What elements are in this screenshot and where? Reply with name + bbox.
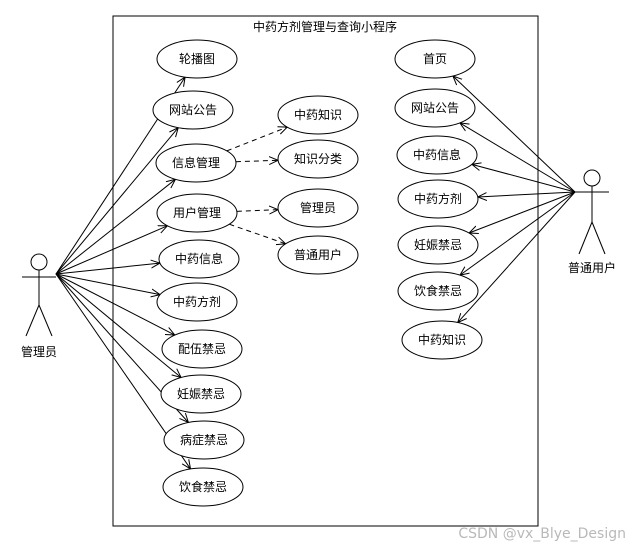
- use-case-diet-taboo-admin: 饮食禁忌: [162, 467, 244, 507]
- use-case-admin-sub: 管理员: [277, 188, 359, 228]
- use-case-diet-taboo-user: 饮食禁忌: [397, 271, 479, 311]
- use-case-ellipse: [160, 374, 242, 414]
- use-case-label: 饮食禁忌: [179, 479, 227, 494]
- use-case-herb-info-admin: 中药信息: [158, 239, 240, 279]
- use-case-ellipse: [401, 320, 483, 360]
- actor-admin-label: 管理员: [21, 344, 57, 359]
- association-user-home: [453, 76, 576, 193]
- association-user-pregnancy-taboo-user: [469, 191, 576, 233]
- use-cases: 轮播图网站公告信息管理用户管理中药信息中药方剂配伍禁忌妊娠禁忌病症禁忌饮食禁忌中…: [152, 39, 483, 507]
- use-case-pregnancy-taboo-admin: 妊娠禁忌: [160, 374, 242, 414]
- use-case-label: 中药信息: [413, 147, 461, 162]
- use-case-label: 中药知识: [294, 107, 342, 122]
- use-case-knowledge-category: 知识分类: [277, 139, 359, 179]
- use-case-info-mgmt: 信息管理: [155, 143, 237, 183]
- association-admin-compat-taboo: [55, 273, 175, 335]
- use-case-normal-user-sub: 普通用户: [277, 235, 359, 275]
- use-case-pregnancy-taboo-user: 妊娠禁忌: [397, 225, 479, 265]
- association-admin-prescription-admin: [55, 273, 160, 295]
- use-case-ellipse: [161, 329, 243, 369]
- use-case-home: 首页: [394, 39, 476, 79]
- use-case-prescription-user: 中药方剂: [397, 179, 479, 219]
- dependency-user-mgmt-admin-sub: [236, 210, 278, 212]
- use-case-label: 信息管理: [172, 155, 220, 170]
- association-user-herb-knowledge-user: [458, 191, 576, 323]
- use-case-prescription-admin: 中药方剂: [156, 282, 238, 322]
- association-admin-herb-info-admin: [55, 263, 160, 275]
- use-case-label: 病症禁忌: [180, 432, 228, 447]
- use-case-ellipse: [155, 143, 237, 183]
- use-case-label: 网站公告: [169, 103, 217, 117]
- actor-user-right-leg: [591, 221, 606, 255]
- dependency-user-mgmt-normal-user-sub: [229, 223, 285, 244]
- actor-user-left-leg: [578, 221, 593, 255]
- use-case-disease-taboo: 病症禁忌: [163, 420, 245, 460]
- use-case-user-mgmt: 用户管理: [156, 193, 238, 233]
- use-case-ellipse: [394, 88, 476, 128]
- use-case-label: 中药信息: [175, 251, 223, 266]
- actor-admin: 管理员: [21, 253, 57, 359]
- use-case-label: 轮播图: [179, 52, 215, 66]
- use-case-notice-admin: 网站公告: [152, 90, 234, 130]
- association-admin-pregnancy-taboo-admin: [55, 273, 181, 378]
- use-case-ellipse: [277, 235, 359, 275]
- dependency-info-mgmt-knowledge-category: [235, 160, 278, 161]
- use-case-ellipse: [156, 39, 238, 79]
- use-case-label: 普通用户: [294, 247, 342, 262]
- use-case-herb-knowledge-user: 中药知识: [401, 320, 483, 360]
- use-case-notice-user: 网站公告: [394, 88, 476, 128]
- use-case-label: 妊娠禁忌: [177, 387, 225, 401]
- use-case-label: 中药知识: [418, 332, 466, 347]
- use-case-ellipse: [396, 135, 478, 175]
- watermark: CSDN @vx_Blye_Design: [458, 526, 626, 542]
- use-case-ellipse: [397, 225, 479, 265]
- use-case-ellipse: [397, 179, 479, 219]
- use-case-ellipse: [397, 271, 479, 311]
- use-case-ellipse: [158, 239, 240, 279]
- actor-user-label: 普通用户: [568, 260, 616, 275]
- association-user-diet-taboo-user: [460, 191, 576, 275]
- dependency-info-mgmt-herb-knowledge-sub: [226, 127, 287, 152]
- use-case-ellipse: [394, 39, 476, 79]
- association-admin-notice-admin: [55, 128, 178, 275]
- association-admin-info-mgmt: [55, 179, 175, 275]
- use-case-herb-info-user: 中药信息: [396, 135, 478, 175]
- use-case-label: 网站公告: [411, 101, 459, 115]
- use-case-ellipse: [162, 467, 244, 507]
- association-user-prescription-user: [478, 191, 576, 197]
- use-case-label: 饮食禁忌: [414, 283, 462, 298]
- actor-admin-left-leg: [25, 304, 40, 337]
- use-case-label: 中药方剂: [414, 191, 462, 206]
- use-case-ellipse: [277, 139, 359, 179]
- association-user-herb-info-user: [472, 164, 576, 193]
- use-case-ellipse: [152, 90, 234, 130]
- use-case-banner: 轮播图: [156, 39, 238, 79]
- use-case-label: 妊娠禁忌: [414, 238, 462, 252]
- association-user-notice-user: [460, 123, 576, 193]
- actor-user-head: [583, 169, 601, 187]
- use-case-ellipse: [277, 188, 359, 228]
- use-case-ellipse: [163, 420, 245, 460]
- use-case-label: 配伍禁忌: [178, 342, 226, 356]
- use-case-label: 知识分类: [294, 152, 342, 166]
- actor-user: 普通用户: [568, 169, 616, 275]
- use-case-ellipse: [277, 95, 359, 135]
- use-case-ellipse: [156, 193, 238, 233]
- use-case-compat-taboo: 配伍禁忌: [161, 329, 243, 369]
- use-case-label: 首页: [423, 52, 447, 66]
- system-title: 中药方剂管理与查询小程序: [253, 19, 397, 34]
- association-admin-user-mgmt: [55, 226, 167, 275]
- use-case-ellipse: [156, 282, 238, 322]
- use-case-label: 中药方剂: [173, 294, 221, 309]
- use-case-herb-knowledge-sub: 中药知识: [277, 95, 359, 135]
- actor-admin-head: [30, 253, 48, 271]
- use-case-label: 用户管理: [173, 205, 221, 220]
- system-boundary: [112, 15, 539, 527]
- use-case-label: 管理员: [300, 200, 336, 215]
- actor-admin-right-leg: [38, 304, 53, 337]
